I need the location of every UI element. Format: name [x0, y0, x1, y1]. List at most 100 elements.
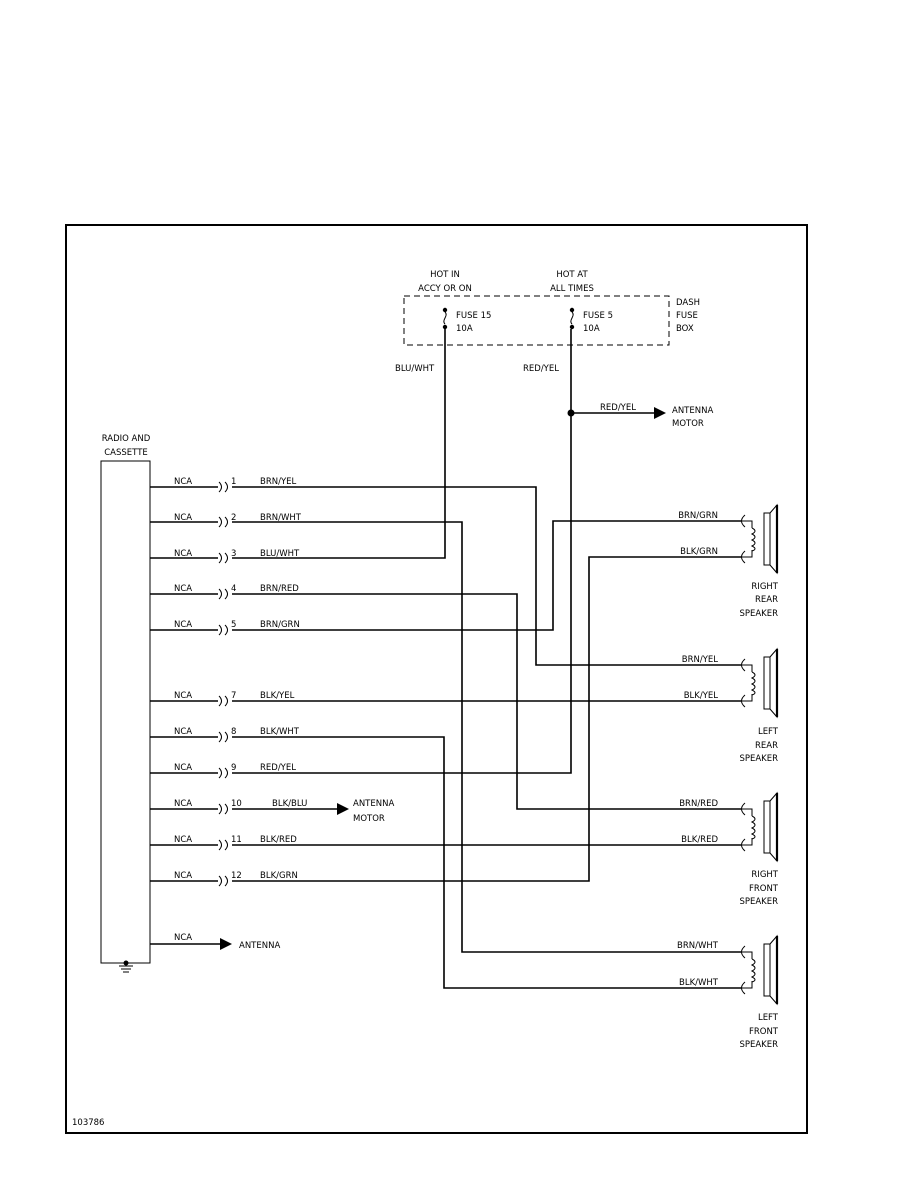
speaker-wire-top: BRN/YEL [682, 655, 719, 665]
ground-icon [119, 960, 133, 973]
speaker-left-rear: BRN/YEL BLK/YEL LEFT REAR SPEAKER [682, 655, 779, 764]
fuse-box-labels: HOT IN ACCY OR ON HOT AT ALL TIMES FUSE … [395, 270, 700, 374]
pin-nca: NCA [174, 620, 192, 630]
pin-number: 7 [231, 691, 236, 701]
speaker-label-1: RIGHT [751, 870, 778, 880]
pin-wire-label: BRN/RED [260, 584, 299, 594]
fuse-15-label: FUSE 15 [456, 311, 491, 321]
pin-nca: NCA [174, 799, 192, 809]
wire-brn-yel [150, 486, 741, 666]
wire-red-yel [150, 329, 572, 774]
pin-wire-label: BLK/YEL [260, 691, 295, 701]
pin-row: NCA 10 BLK/BLU [174, 799, 307, 809]
radio-cassette-unit [100, 460, 151, 964]
pin-wire-label: BLK/GRN [260, 871, 298, 881]
pin-number: 5 [231, 620, 236, 630]
connector-icon [224, 767, 228, 779]
wires [150, 329, 741, 989]
connector-icon [218, 875, 222, 887]
antenna-motor-pin-label-2: MOTOR [353, 814, 385, 824]
pin-nca: NCA [174, 727, 192, 737]
fuse-5-symbol [569, 307, 575, 330]
pin-nca: NCA [174, 584, 192, 594]
pin-number: 8 [231, 727, 236, 737]
wire-brn-wht [150, 521, 741, 953]
speaker-label-1: LEFT [758, 727, 779, 737]
speakers: BRN/GRN BLK/GRN RIGHT REAR SPEAKER BRN/Y… [677, 503, 779, 1050]
connector-symbols [218, 481, 228, 887]
splice-dot [567, 409, 575, 417]
pin-number: 3 [231, 549, 236, 559]
pin-row: NCA 4 BRN/RED [174, 584, 299, 594]
antenna-motor-pin-label-1: ANTENNA [353, 799, 394, 809]
pin-row: NCA 5 BRN/GRN [174, 620, 300, 630]
connector-icon [224, 516, 228, 528]
connector-icon [224, 875, 228, 887]
speaker-right-front: BRN/RED BLK/RED RIGHT FRONT SPEAKER [679, 799, 779, 907]
dash-fuse-box [403, 295, 670, 346]
speaker-icon [741, 791, 779, 863]
pin-number: 12 [231, 871, 242, 881]
connector-icon [224, 731, 228, 743]
pin-number: 9 [231, 763, 236, 773]
box-label: BOX [676, 324, 694, 334]
connector-icon [224, 552, 228, 564]
connector-icon [224, 624, 228, 636]
pin-number: 2 [231, 513, 236, 523]
connector-icon [218, 695, 222, 707]
connector-icon [218, 481, 222, 493]
fuse-5-rating: 10A [583, 324, 600, 334]
connector-icon [224, 839, 228, 851]
pin-row: NCA 3 BLU/WHT [174, 549, 300, 559]
speaker-wire-bottom: BLK/WHT [679, 978, 719, 988]
arrow-antenna [220, 938, 232, 950]
pin-wire-label: BRN/GRN [260, 620, 300, 630]
all-times-label: ALL TIMES [550, 284, 594, 294]
pin-row: NCA 1 BRN/YEL [174, 477, 297, 487]
wire-blk-grn [150, 556, 741, 882]
fuse-label: FUSE [676, 311, 698, 321]
fuse-wire-blu-wht: BLU/WHT [395, 364, 435, 374]
arrow-antenna-motor-pin [337, 803, 349, 815]
pin-row: NCA 12 BLK/GRN [174, 871, 298, 881]
pin-row: NCA 11 BLK/RED [174, 835, 297, 845]
speaker-wire-top: BRN/GRN [678, 511, 718, 521]
fuse-15-symbol [442, 307, 448, 330]
connector-icon [224, 695, 228, 707]
pin-wire-label: BLU/WHT [260, 549, 300, 559]
speaker-icon [741, 503, 779, 575]
connector-icon [224, 588, 228, 600]
pin-nca: NCA [174, 549, 192, 559]
fuse-5-label: FUSE 5 [583, 311, 613, 321]
connector-icon [218, 731, 222, 743]
wire-blk-wht [150, 736, 741, 989]
speaker-label-3: SPEAKER [739, 609, 778, 619]
pin-nca: NCA [174, 871, 192, 881]
pin-nca: NCA [174, 691, 192, 701]
connector-icon [218, 624, 222, 636]
pin-row: NCA 2 BRN/WHT [174, 513, 302, 523]
antenna-motor-top-label-2: MOTOR [672, 419, 704, 429]
speaker-label-2: REAR [755, 741, 778, 751]
speaker-right-rear: BRN/GRN BLK/GRN RIGHT REAR SPEAKER [678, 511, 779, 619]
diagram-frame [65, 224, 808, 1134]
pin-wire-label: RED/YEL [260, 763, 296, 773]
speaker-label-2: REAR [755, 595, 778, 605]
pin-labels: NCA 1 BRN/YEL NCA 2 BRN/WHT NCA 3 BLU/WH… [174, 477, 307, 881]
speaker-wire-bottom: BLK/RED [681, 835, 718, 845]
connector-icon [224, 481, 228, 493]
pin-wire-label: BLK/WHT [260, 727, 300, 737]
pin-number: 1 [231, 477, 236, 487]
connector-icon [218, 588, 222, 600]
connector-icon [218, 767, 222, 779]
pin-row: NCA 9 RED/YEL [174, 763, 296, 773]
radio-label-2: CASSETTE [104, 448, 148, 458]
pin-nca: NCA [174, 835, 192, 845]
pin-nca: NCA [174, 513, 192, 523]
fuse-15-rating: 10A [456, 324, 473, 334]
antenna-nca: NCA [174, 933, 192, 943]
pin-number: 10 [231, 799, 242, 809]
speaker-label-2: FRONT [749, 1027, 779, 1037]
speaker-label-2: FRONT [749, 884, 779, 894]
pin-wire-label: BRN/YEL [260, 477, 297, 487]
